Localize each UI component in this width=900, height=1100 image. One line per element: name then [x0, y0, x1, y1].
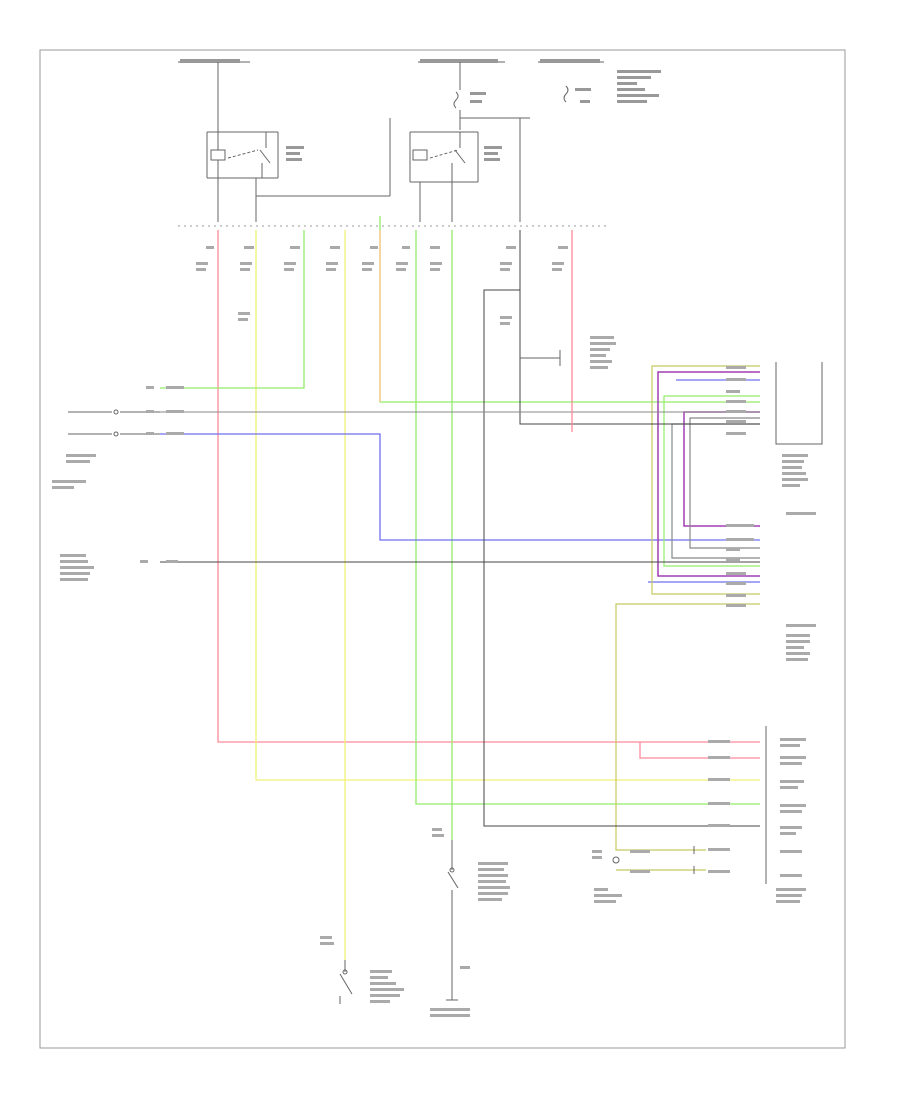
- wire-purple-a: [657, 371, 760, 577]
- wire-labels-left: [52, 386, 184, 581]
- power-bus-labels: [180, 59, 661, 103]
- speed-sensor-label: [592, 850, 650, 903]
- wire-green-main: [415, 230, 760, 805]
- fuse-center-label: [470, 92, 486, 103]
- junction-connector: [520, 350, 561, 366]
- component-box-lower-pins: [708, 738, 806, 903]
- relay-left: [206, 62, 391, 222]
- connector-pin-labels: [196, 246, 568, 325]
- wire-green-top: [160, 230, 305, 389]
- wire-purple-b: [683, 411, 760, 527]
- component-box-upper: [775, 362, 823, 445]
- speed-sensor: [612, 830, 706, 874]
- relay-left-label: [286, 146, 304, 161]
- component-box-middle-pins: [726, 512, 816, 661]
- fuel-tank-switch: [446, 840, 459, 1001]
- parking-brake-switch: [339, 960, 353, 1004]
- relay-right-label: [484, 146, 502, 161]
- wire-gray-down: [483, 289, 760, 827]
- wire-blue-main: [160, 433, 760, 541]
- fuse-right: [563, 85, 569, 103]
- wire-green-right: [379, 216, 760, 403]
- fuse-right-label: [575, 88, 591, 103]
- wire-right-block: [615, 365, 760, 830]
- fuel-tank-switch-label: [430, 828, 510, 1017]
- diagram-frame: [39, 49, 846, 1049]
- relay-right: [409, 117, 530, 222]
- fuse-center: [453, 62, 461, 130]
- wire-yellow-main: [255, 230, 760, 781]
- component-box-upper-pins: [726, 366, 808, 487]
- wire-red-main: [217, 230, 760, 759]
- wire-gray-center: [519, 230, 760, 425]
- junction-connector-label: [590, 336, 616, 369]
- parking-brake-switch-label: [320, 936, 404, 1003]
